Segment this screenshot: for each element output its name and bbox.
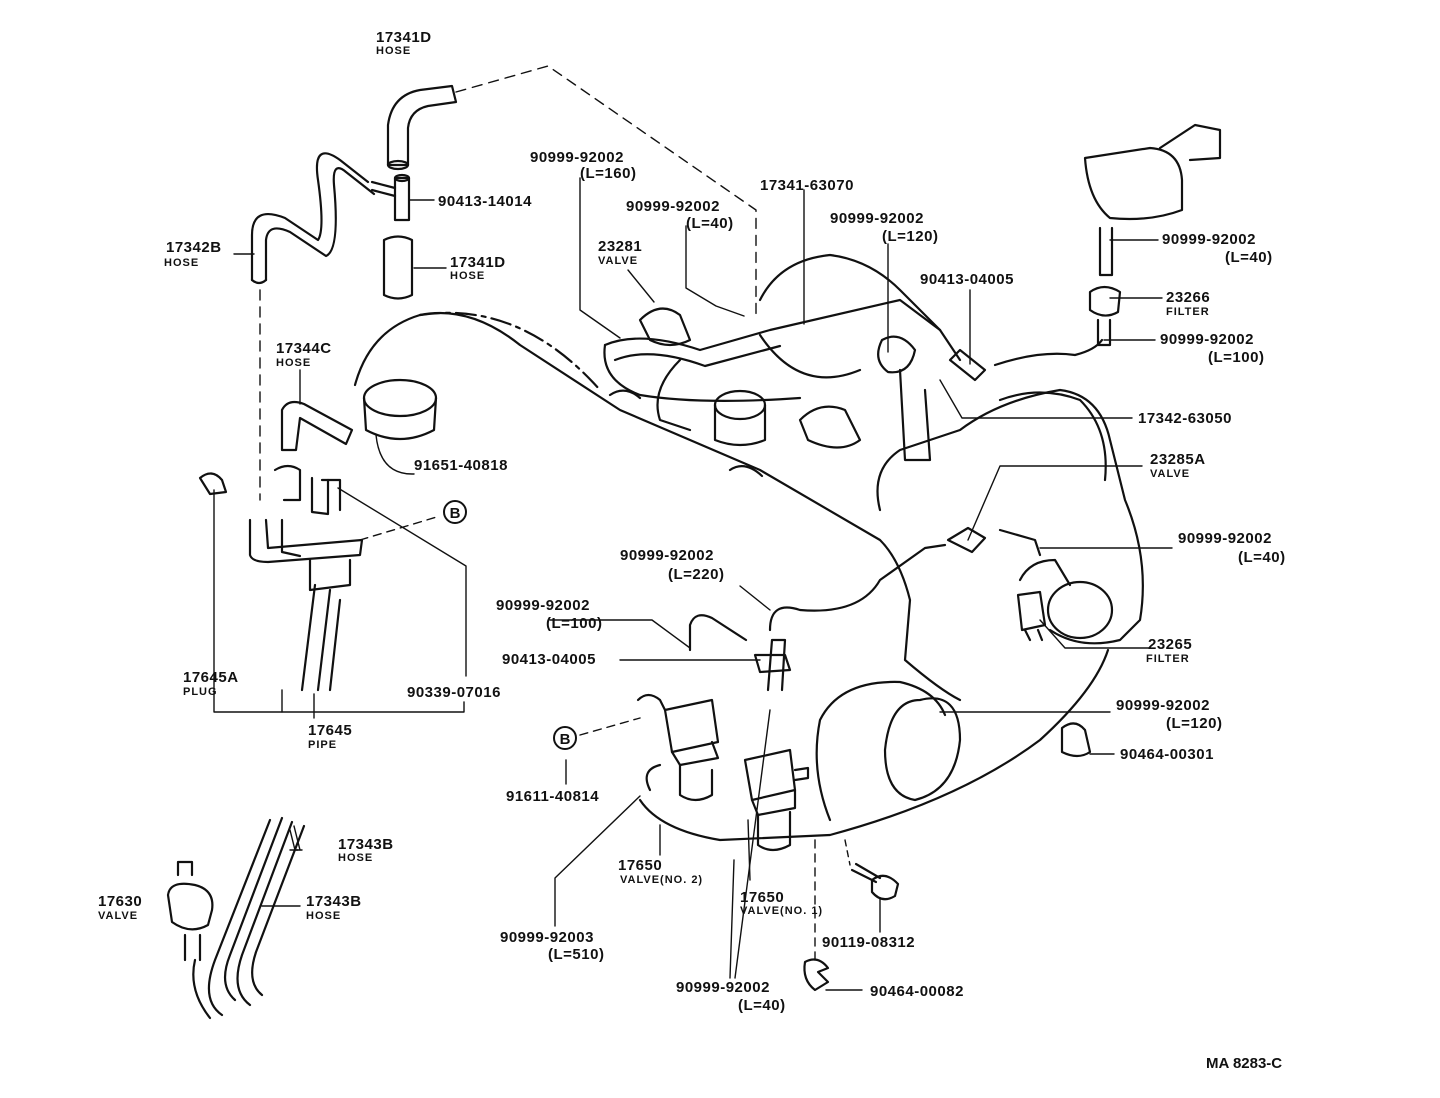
part-number-label: 91611-40814 (506, 788, 600, 805)
hose-17341d-mid (382, 235, 414, 300)
part-name-label: VALVE (98, 910, 139, 922)
part-number-label: 17342-63050 (1138, 410, 1232, 427)
part-number-label: 90999-92003 (500, 929, 594, 946)
hose-length-label: (L=220) (668, 566, 725, 583)
part-name-label: FILTER (1146, 653, 1190, 665)
part-number-label: 90339-07016 (407, 684, 501, 701)
part-number-label: 90464-00301 (1120, 746, 1214, 763)
part-number-label: 17342B (166, 239, 222, 256)
hose-length-label: (L=40) (738, 997, 786, 1014)
part-number-label: 90464-00082 (870, 983, 964, 1000)
part-number-label: 23265 (1148, 636, 1193, 653)
part-name-label: HOSE (338, 852, 374, 864)
connector-90413-14014 (370, 173, 411, 222)
part-number-label: 17343B (338, 836, 394, 853)
valve-17650-no2 (636, 693, 720, 802)
hose-length-label: (L=40) (686, 215, 734, 232)
part-number-label: 90999-92002 (1116, 697, 1210, 714)
part-number-label: 90999-92002 (1178, 530, 1272, 547)
part-number-label: 23266 (1166, 289, 1211, 306)
valve-17650-no1 (743, 748, 810, 852)
part-number-label: 17341D (450, 254, 506, 271)
part-name-label: PLUG (183, 686, 218, 698)
hose-length-label: (L=100) (546, 615, 603, 632)
engine-outline (353, 253, 1144, 802)
callout-letters: B B (450, 505, 571, 748)
part-name-label: VALVE (598, 255, 639, 267)
plug-17645a (198, 472, 228, 496)
part-number-label: 23285A (1150, 451, 1206, 468)
part-name-label: HOSE (164, 257, 200, 269)
callout-letter-b: B (560, 731, 571, 748)
part-number-label: 90413-04005 (502, 651, 596, 668)
vacuum-lines (603, 298, 1110, 842)
part-name-label: FILTER (1166, 306, 1210, 318)
hose-length-label: (L=40) (1238, 549, 1286, 566)
part-name-label: VALVE(NO. 1) (740, 905, 824, 917)
hose-length-label: (L=120) (1166, 715, 1223, 732)
hose-17342b (250, 152, 376, 285)
part-name-label: HOSE (450, 270, 486, 282)
part-number-label: 91651-40818 (414, 457, 508, 474)
part-number-label: 17645 (308, 722, 353, 739)
part-number-label: 90999-92002 (830, 210, 924, 227)
part-number-label: 90999-92002 (1162, 231, 1256, 248)
part-number-label: 17341D (376, 29, 432, 46)
part-number-label: 90999-92002 (626, 198, 720, 215)
part-number-label: 17344C (276, 340, 332, 357)
filter-23265 (1016, 590, 1047, 642)
hose-17341d-top (386, 84, 458, 171)
leader-lines (213, 65, 1173, 991)
part-name-label: HOSE (376, 45, 412, 57)
part-number-label: 90999-92002 (620, 547, 714, 564)
part-number-label: 17343B (306, 893, 362, 910)
part-number-label: 90413-14014 (438, 193, 532, 210)
diagram-reference: MA 8283-C (1206, 1055, 1283, 1072)
valve-23285a (946, 526, 1042, 557)
clamp-90464-00301 (1060, 722, 1092, 758)
clip-90464-00082 (803, 958, 830, 992)
hose-length-label: (L=160) (580, 165, 637, 182)
part-number-label: 17650 (740, 889, 785, 906)
part-number-label: 17341-63070 (760, 177, 854, 194)
part-number-label: 90999-92002 (676, 979, 770, 996)
hose-length-label: (L=120) (882, 228, 939, 245)
part-name-label: VALVE(NO. 2) (620, 874, 704, 886)
part-number-label: 17650 (618, 857, 663, 874)
hose-length-label: (L=510) (548, 946, 605, 963)
part-number-label: 90999-92002 (1160, 331, 1254, 348)
callout-circle (443, 500, 577, 750)
bolt-90119 (850, 862, 900, 901)
callout-letter-b: B (450, 505, 461, 522)
cap-91651 (362, 378, 438, 440)
part-name-label: VALVE (1150, 468, 1191, 480)
valve-17630 (166, 860, 214, 962)
part-number-label: 17645A (183, 669, 239, 686)
hose-length-label: (L=100) (1208, 349, 1265, 366)
part-number-label: 23281 (598, 238, 643, 255)
part-name-label: HOSE (276, 357, 312, 369)
hose-17344c (280, 400, 354, 452)
part-number-label: 90413-04005 (920, 271, 1014, 288)
part-number-label: 17630 (98, 893, 143, 910)
part-number-label: 90999-92002 (496, 597, 590, 614)
part-number-label: 90999-92002 (530, 149, 624, 166)
part-number-label: 90119-08312 (822, 934, 916, 951)
hose-length-label: (L=40) (1225, 249, 1273, 266)
hoses-17343b (192, 816, 306, 1020)
part-name-label: PIPE (308, 739, 338, 751)
canister-23266 (1083, 123, 1222, 347)
pipe-17645 (248, 464, 364, 692)
part-name-label: HOSE (306, 910, 342, 922)
